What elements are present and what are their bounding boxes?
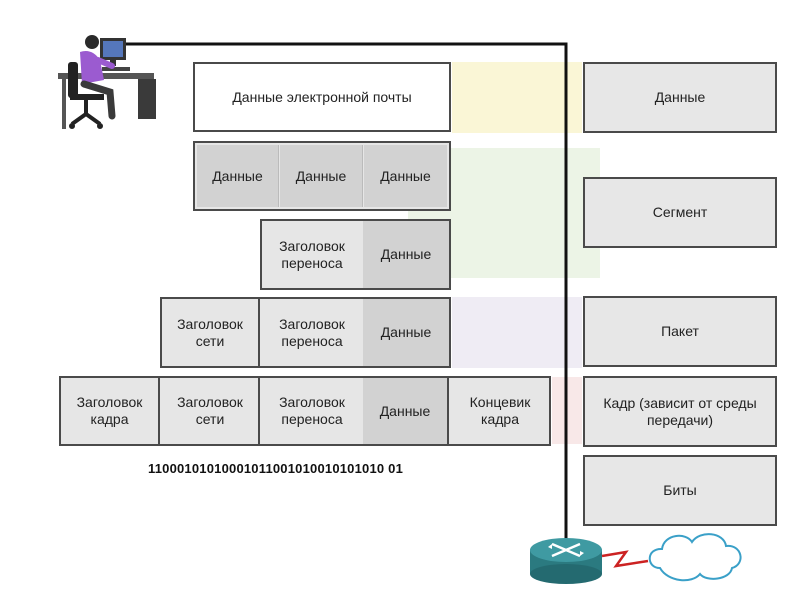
frame-trailer: Концевик кадра: [451, 378, 549, 444]
pdu-data: Данные: [583, 62, 777, 133]
data-piece-3: Данные: [364, 145, 447, 207]
packet-transport-header: Заголовок переноса: [262, 299, 362, 366]
segment-transport-header: Заголовок переноса: [262, 221, 362, 288]
segment-data-label: Данные: [380, 246, 432, 262]
packet-transport-header-label: Заголовок переноса: [279, 315, 345, 349]
data-band: [452, 62, 582, 133]
pdu-frame-label: Кадр (зависит от среды передачи): [603, 394, 757, 428]
email-data-label: Данные электронной почты: [232, 88, 412, 105]
frame-data: Данные: [363, 378, 449, 444]
frame-trailer-label: Концевик кадра: [469, 394, 531, 427]
pdu-data-label: Данные: [654, 89, 706, 105]
frame-header-label: Заголовок кадра: [76, 394, 143, 427]
segment-transport-header-label: Заголовок переноса: [279, 237, 345, 271]
data-piece-3-label: Данные: [380, 167, 431, 184]
frame-header: Заголовок кадра: [61, 378, 160, 444]
bit-stream: 11000101010001011001010010101010 01: [148, 461, 403, 476]
email-data-box: Данные электронной почты: [193, 62, 451, 132]
pdu-segment: Сегмент: [583, 177, 777, 248]
packet-data-label: Данные: [380, 324, 432, 340]
pdu-packet-label: Пакет: [661, 323, 699, 339]
data-piece-1: Данные: [197, 145, 279, 207]
frame-network-header: Заголовок сети: [162, 378, 260, 444]
pdu-frame: Кадр (зависит от среды передачи): [583, 376, 777, 447]
frame-row: [59, 376, 551, 446]
packet-network-header: Заголовок сети: [162, 299, 260, 366]
pdu-segment-label: Сегмент: [652, 204, 708, 220]
pdu-bits: Биты: [583, 455, 777, 526]
pdu-packet: Пакет: [583, 296, 777, 367]
packet-band: [452, 297, 582, 368]
data-piece-2-label: Данные: [295, 167, 347, 184]
cloud-icon: [648, 533, 742, 582]
data-piece-1-label: Данные: [212, 167, 263, 184]
pdu-bits-label: Биты: [663, 482, 697, 498]
frame-data-label: Данные: [379, 402, 431, 419]
frame-transport-header: Заголовок переноса: [262, 378, 362, 444]
link-line: [118, 42, 568, 540]
router-icon: [530, 538, 602, 584]
packet-network-header-label: Заголовок сети: [177, 315, 243, 349]
data-piece-2: Данные: [280, 145, 363, 207]
computer-user-icon: [58, 35, 156, 129]
frame-transport-header-label: Заголовок переноса: [279, 394, 345, 427]
frame-network-header-label: Заголовок сети: [177, 394, 243, 427]
segment-data: Данные: [363, 221, 449, 288]
serial-link: [601, 550, 649, 568]
packet-data: Данные: [363, 299, 449, 366]
